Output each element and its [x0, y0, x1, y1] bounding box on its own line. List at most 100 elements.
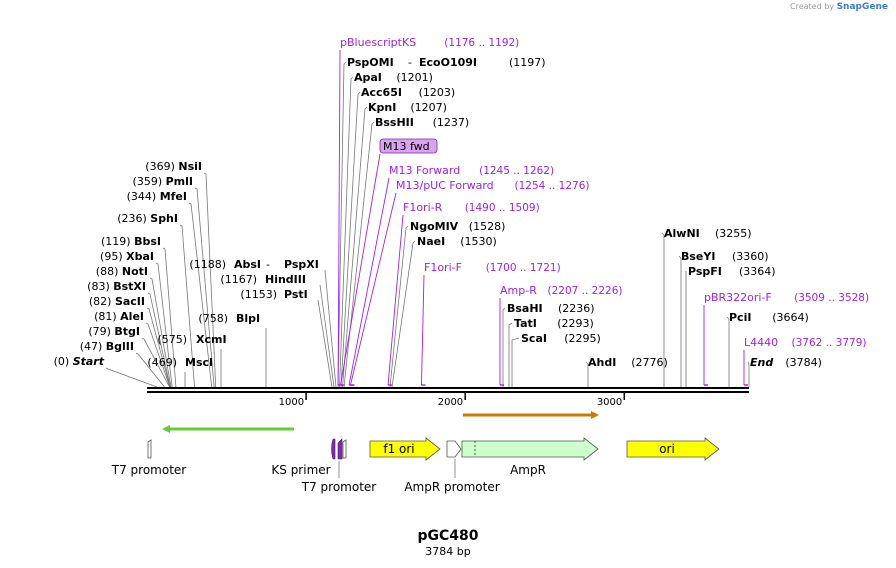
site-position: (1237) [433, 116, 470, 129]
enzyme-name: PciI [729, 311, 751, 324]
site-position: (359) [133, 175, 166, 188]
site-position: (2295) [564, 332, 601, 345]
feature-label: AmpR promoter [404, 480, 499, 494]
primer-name: M13 fwd [383, 140, 430, 153]
site-ahdi: AhdI(2776) [585, 356, 668, 387]
site-line [162, 247, 177, 388]
site-scai: ScaI (2295) [511, 332, 601, 387]
site-position: (3664) [772, 311, 809, 324]
enzyme-name: HindIII [265, 273, 306, 286]
site-position: (2293) [557, 317, 594, 330]
site-position: (1203) [419, 86, 456, 99]
primer-amp-r: Amp-R(2207 .. 2226) [499, 284, 623, 386]
enzyme-name: End [750, 356, 773, 369]
watermark-prefix: Created by [790, 2, 835, 11]
site-position: (2776) [631, 356, 668, 369]
site-position: (3784) [785, 356, 822, 369]
enzyme-name: PmlI [166, 175, 193, 188]
site-line [203, 172, 217, 388]
site-line [155, 262, 173, 388]
enzyme-label: (88) NotI [96, 265, 148, 278]
site-position: (82) [89, 295, 115, 308]
site-sphi: (236) SphI [117, 212, 195, 388]
primer-m13-puc-forward: M13/pUC Forward(1254 .. 1276) [350, 179, 590, 386]
enzyme-label: (79) BtgI [88, 325, 140, 338]
enzyme-name: BbsI [134, 235, 161, 248]
site-position: (83) [87, 280, 113, 293]
primer-name: F1ori-R [403, 201, 443, 214]
site-kpni: KpnI(1207) [342, 101, 447, 388]
ruler-tick-label: 2000 [438, 397, 463, 408]
site-line [340, 91, 361, 388]
primer-name: L4440 [744, 336, 778, 349]
site-position: (2236) [558, 302, 595, 315]
site-position: (119) [101, 235, 134, 248]
feature-label: ori [659, 442, 675, 456]
site-line [678, 255, 682, 387]
orf-head [591, 411, 599, 419]
enzyme-label: (359) PmlI [133, 175, 193, 188]
site-line [188, 202, 213, 388]
primer-name: Amp-R [500, 284, 537, 297]
enzyme-name: XcmI [196, 333, 227, 346]
site-line [194, 187, 215, 388]
feature-arrow [626, 437, 720, 461]
enzyme-name: MscI [185, 356, 213, 369]
feature-ori: ori [626, 437, 720, 461]
enzyme-label: (236) SphI [117, 212, 178, 225]
site-pcii: PciI (3664) [726, 311, 809, 387]
site-xcmi: (575) XcmI [157, 333, 227, 387]
site-msci: (469) MscI [147, 356, 213, 387]
site-position: (79) [88, 325, 114, 338]
site-position: (469) [147, 356, 177, 369]
enzyme-name: Acc65I [361, 86, 402, 99]
site-apai: ApaI(1201) [339, 71, 433, 388]
enzyme-name: NsiI [178, 160, 202, 173]
site-line [585, 361, 589, 387]
orf-arrow-right [463, 411, 599, 419]
site-line [726, 316, 730, 387]
ruler-tick-label: 3000 [597, 397, 622, 408]
enzyme-label: (95) XbaI [100, 250, 154, 263]
primer-m13-fwd: M13 fwd [340, 138, 438, 386]
site-position: (758) [198, 312, 228, 325]
site-tati: TatI(2293) [508, 317, 594, 387]
feature-t7-promoter: T7 promoter [111, 439, 186, 477]
site-position: (1528) [469, 220, 506, 233]
enzyme-name: AbsI [234, 258, 261, 271]
site-line [135, 352, 165, 388]
feature-label: T7 promoter [301, 480, 377, 494]
site-line [343, 121, 375, 388]
enzyme-name: EcoO109I [419, 56, 477, 69]
site-psti: (1153)PstI [240, 288, 333, 388]
site-separator: - [266, 258, 270, 271]
site-alei: (81) AleI [94, 310, 171, 388]
site-line [342, 106, 368, 388]
enzyme-name: BglII [106, 340, 134, 353]
site-position: (236) [117, 212, 150, 225]
primer-m13-forward: M13 Forward(1245 .. 1262) [348, 164, 554, 386]
enzyme-name: KpnI [368, 101, 396, 114]
site-absi: (1188)AbsI-PspXI [189, 258, 337, 388]
site-bsshii: BssHII(1237) [343, 116, 470, 388]
enzyme-name: ScaI [521, 332, 547, 345]
enzyme-label: (119) BbsI [101, 235, 161, 248]
plasmid-length: 3784 bp [425, 545, 471, 558]
primer-l4440: L4440(3762 .. 3779) [743, 336, 867, 386]
enzyme-name: PspFI [688, 265, 722, 278]
site-position: (3255) [715, 227, 752, 240]
site-position: (575) [157, 333, 187, 346]
enzyme-name: BlpI [236, 312, 260, 325]
site-line [149, 277, 172, 388]
site-end: End (3784) [747, 356, 822, 387]
site-line [391, 240, 416, 388]
orf-arrow-left [162, 425, 294, 433]
enzyme-name: NotI [122, 265, 148, 278]
site-position: (344) [127, 190, 160, 203]
feature-f1-ori: f1 ori [369, 437, 441, 461]
site-position: (3360) [732, 250, 769, 263]
site-line [319, 284, 335, 388]
enzyme-name: XbaI [126, 250, 154, 263]
snapgene-watermark: Created by SnapGene [790, 2, 888, 12]
